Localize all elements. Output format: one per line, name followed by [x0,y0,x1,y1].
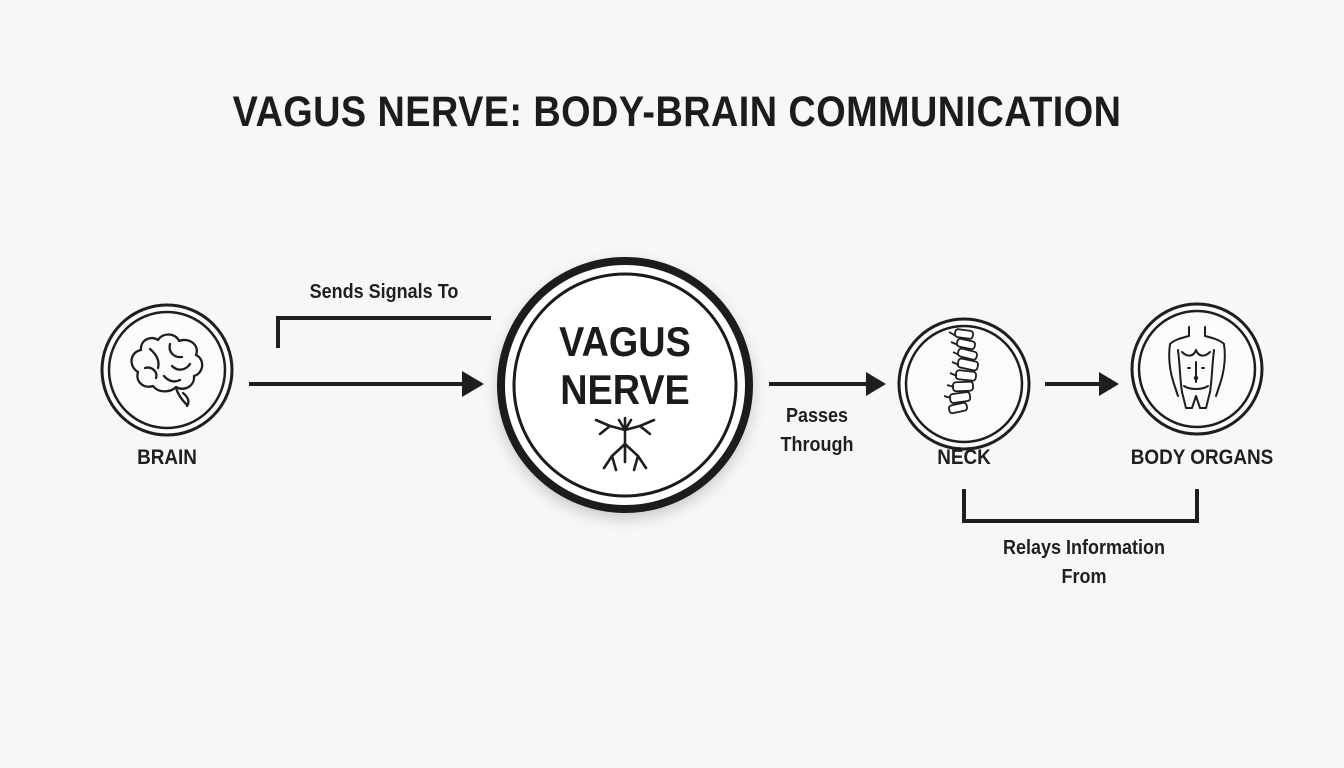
torso-icon [1168,326,1226,409]
passes-through-label: Passes Through [763,402,871,460]
brain-icon [130,333,204,408]
body-organs-node [1130,302,1264,436]
vagus-nerve-node [497,257,753,513]
neck-node [897,317,1031,451]
relays-information-line2: From [1061,566,1107,588]
arrow-neck-to-body [1045,372,1119,396]
passes-through-line1: Passes [785,405,849,427]
brain-label: BRAIN [137,446,197,469]
neck-label: NECK [937,446,991,469]
sends-signals-label: Sends Signals To [309,281,459,303]
diagram-title: VAGUS NERVE: BODY-BRAIN COMMUNICATION [232,88,1122,136]
relays-information-line1: Relays Information [1002,537,1166,559]
sends-signals-bracket [276,316,491,348]
brain-node [100,303,234,437]
relays-information-bracket [962,489,1199,523]
relays-information-label: Relays Information From [985,534,1183,592]
body-organs-label: BODY ORGANS [1130,446,1274,469]
vagus-title-line2: NERVE [560,366,690,413]
spine-icon [943,328,979,415]
arrow-vagus-to-neck [769,372,886,396]
vagus-title-line1: VAGUS [559,318,691,365]
vagus-nerve-title: VAGUS NERVE [525,318,725,414]
nerve-branch-icon [594,416,656,472]
passes-through-line2: Through [780,434,854,456]
arrow-brain-to-vagus [249,371,484,397]
